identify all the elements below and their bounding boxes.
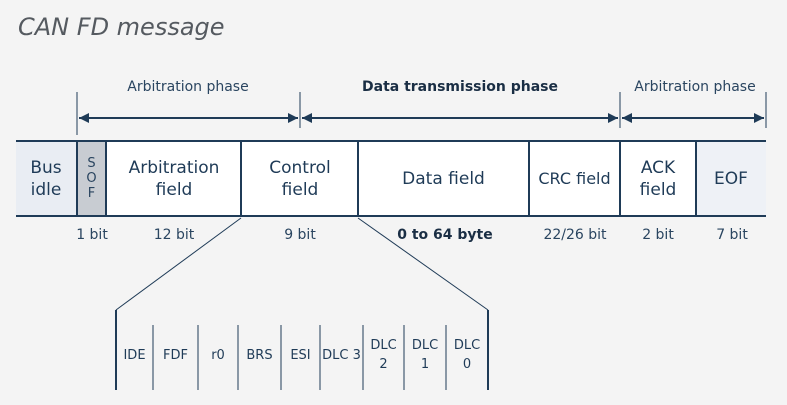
bit-ide: IDE (123, 347, 146, 363)
bit-brs: BRS (246, 347, 273, 363)
size-arbitration: 12 bit (153, 227, 195, 243)
size-ack: 2 bit (642, 227, 674, 243)
field-eof: EOF (714, 168, 748, 189)
bit-dlc1: DLC 1 (411, 338, 439, 372)
size-crc: 22/26 bit (543, 227, 607, 243)
field-control: Control field (269, 157, 331, 200)
frame-fill (106, 141, 696, 216)
field-arbitration: Arbitration field (128, 157, 220, 200)
size-data: 0 to 64 byte (397, 227, 493, 243)
eof-fill (696, 141, 766, 216)
bit-dlc2: DLC 2 (370, 338, 397, 372)
field-ack: ACK field (639, 157, 677, 200)
phase-label-arbitration-right: Arbitration phase (634, 79, 756, 95)
size-eof: 7 bit (716, 227, 748, 243)
bit-esi: ESI (290, 347, 311, 363)
bit-dlc3: DLC 3 (322, 347, 361, 363)
bit-r0: r0 (211, 347, 225, 363)
field-sof: S O F (86, 156, 97, 201)
bus-idle-fill (16, 141, 76, 216)
phase-label-data-transmission: Data transmission phase (362, 79, 558, 95)
field-data: Data field (402, 168, 485, 189)
field-bus-idle: Bus idle (30, 157, 62, 200)
zoom-line-right (357, 217, 489, 311)
size-sof: 1 bit (76, 227, 108, 243)
size-control: 9 bit (284, 227, 316, 243)
field-crc: CRC field (538, 168, 611, 188)
bit-fdf: FDF (163, 347, 188, 363)
sof-fill (77, 141, 106, 216)
bit-dlc0: DLC 0 (453, 338, 481, 372)
diagram-title: CAN FD message (18, 13, 225, 41)
phase-label-arbitration-left: Arbitration phase (127, 79, 249, 95)
zoom-line-left (115, 217, 242, 311)
